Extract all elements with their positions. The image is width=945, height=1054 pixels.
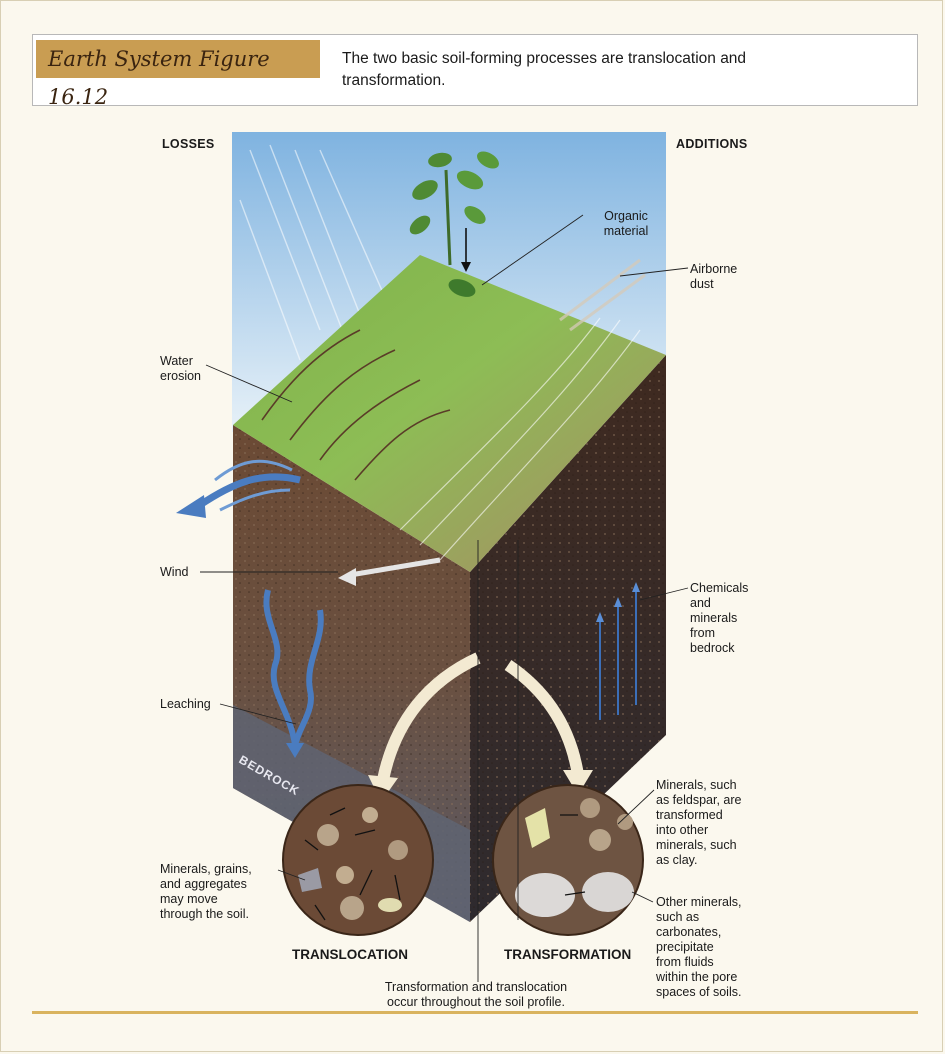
translocation-label: TRANSLOCATION (292, 947, 408, 962)
airborne-dust-label: Airborne dust (690, 262, 737, 292)
translocation-circle (283, 785, 433, 935)
organic-material-label: Organic material (586, 209, 666, 239)
bottom-rule (32, 1011, 918, 1014)
additions-heading: ADDITIONS (676, 137, 747, 152)
water-erosion-label: Water erosion (160, 354, 201, 384)
minerals-feldspar-label: Minerals, such as feldspar, are transfor… (656, 778, 741, 868)
wind-label: Wind (160, 565, 188, 580)
losses-heading: LOSSES (162, 137, 215, 152)
chemicals-label: Chemicals and minerals from bedrock (690, 581, 748, 656)
throughout-profile-label: Transformation and translocation occur t… (356, 980, 596, 1010)
transformation-label: TRANSFORMATION (504, 947, 631, 962)
leaching-label: Leaching (160, 697, 211, 712)
minerals-grains-label: Minerals, grains, and aggregates may mov… (160, 862, 252, 922)
other-minerals-label: Other minerals, such as carbonates, prec… (656, 895, 741, 1000)
transformation-circle (493, 785, 643, 935)
